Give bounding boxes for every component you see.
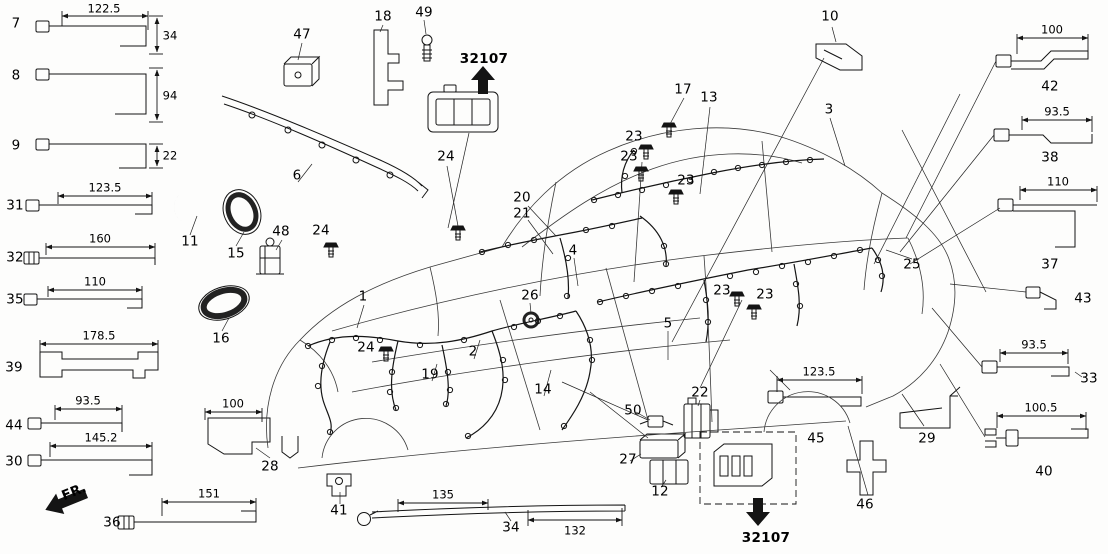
part-number-24: 24	[437, 148, 455, 165]
part-number-5: 5	[663, 315, 673, 332]
part-number-23: 23	[620, 148, 638, 165]
part-number-10: 10	[821, 8, 839, 25]
part-number-3: 3	[824, 101, 834, 118]
ref-code-bottom: 32107	[741, 530, 791, 546]
dimension-145.2: 145.2	[84, 430, 118, 445]
dimension-135: 135	[432, 487, 454, 502]
part-number-2: 2	[468, 343, 478, 360]
part-number-38: 38	[1041, 149, 1059, 166]
part-number-26: 26	[521, 287, 539, 304]
part-number-36: 36	[103, 514, 121, 531]
dimension-93.5: 93.5	[75, 393, 101, 408]
part-number-21: 21	[513, 205, 531, 222]
part-number-8: 8	[11, 67, 21, 84]
dimension-lines	[39, 11, 1098, 526]
dimension-123.5: 123.5	[88, 180, 122, 195]
part-number-29: 29	[918, 430, 936, 447]
fr-arrow-icon	[45, 488, 88, 515]
part-number-15: 15	[227, 245, 245, 262]
part-number-46: 46	[856, 496, 874, 513]
part-number-25: 25	[903, 256, 921, 273]
part-number-23: 23	[677, 172, 695, 189]
dimension-22: 22	[162, 148, 178, 163]
part-number-24: 24	[312, 222, 330, 239]
part-number-7: 7	[11, 15, 21, 32]
dimension-160: 160	[89, 231, 111, 246]
part-number-9: 9	[11, 137, 21, 154]
dimension-132: 132	[564, 523, 586, 538]
harness-connectors	[304, 147, 886, 440]
dimension-110: 110	[1047, 174, 1069, 189]
part-number-48: 48	[272, 223, 290, 240]
part-number-18: 18	[374, 8, 392, 25]
part-number-6: 6	[292, 167, 302, 184]
part-number-34: 34	[502, 519, 520, 536]
part-number-1: 1	[358, 288, 368, 305]
up-arrow-icon	[471, 66, 495, 94]
part-number-23: 23	[756, 286, 774, 303]
top-parts	[221, 29, 863, 199]
part-number-14: 14	[534, 381, 552, 398]
part-number-47: 47	[293, 26, 311, 43]
part-number-50: 50	[624, 402, 642, 419]
part-number-19: 19	[421, 366, 439, 383]
part-number-32: 32	[6, 249, 24, 266]
part-number-13: 13	[700, 89, 718, 106]
wire-harnesses	[307, 149, 884, 439]
part-number-40: 40	[1035, 463, 1053, 480]
part-number-33: 33	[1080, 370, 1098, 387]
dimension-123.5: 123.5	[802, 364, 836, 379]
dimension-178.5: 178.5	[82, 328, 116, 343]
left-column-parts	[23, 20, 257, 530]
part-number-41: 41	[330, 502, 348, 519]
part-number-39: 39	[5, 359, 23, 376]
dimension-100.5: 100.5	[1024, 400, 1058, 415]
part-number-12: 12	[651, 483, 669, 500]
car-outline	[266, 127, 956, 469]
part-number-27: 27	[619, 451, 637, 468]
dimension-100: 100	[222, 396, 244, 411]
reference-arrows	[45, 66, 770, 526]
part-number-22: 22	[691, 384, 709, 401]
down-arrow-icon	[746, 498, 770, 526]
part-number-20: 20	[513, 189, 531, 206]
part-number-30: 30	[5, 453, 23, 470]
part-number-23: 23	[713, 282, 731, 299]
part-number-11: 11	[181, 233, 199, 250]
leader-lines	[189, 19, 1083, 522]
part-number-44: 44	[5, 417, 23, 434]
ref-code-top: 32107	[459, 51, 509, 67]
part-number-16: 16	[212, 330, 230, 347]
dimension-110: 110	[84, 274, 106, 289]
dimension-93.5: 93.5	[1044, 104, 1070, 119]
dimension-34: 34	[162, 28, 178, 43]
right-column-parts	[767, 50, 1097, 496]
part-number-4: 4	[568, 242, 578, 259]
part-number-49: 49	[415, 4, 433, 21]
part-number-42: 42	[1041, 78, 1059, 95]
part-number-23: 23	[625, 128, 643, 145]
dimension-151: 151	[198, 486, 220, 501]
bolt-icons	[323, 122, 762, 362]
dimension-94: 94	[162, 88, 178, 103]
dimension-100: 100	[1041, 22, 1063, 37]
part-number-28: 28	[261, 458, 279, 475]
part-number-31: 31	[6, 197, 24, 214]
part-number-17: 17	[674, 81, 692, 98]
part-number-24: 24	[357, 339, 375, 356]
dimension-93.5: 93.5	[1021, 337, 1047, 352]
part-number-35: 35	[6, 291, 24, 308]
part-number-43: 43	[1074, 290, 1092, 307]
part-number-45: 45	[807, 430, 825, 447]
middle-parts	[173, 189, 797, 526]
dimension-122.5: 122.5	[87, 1, 121, 16]
part-number-37: 37	[1041, 256, 1059, 273]
